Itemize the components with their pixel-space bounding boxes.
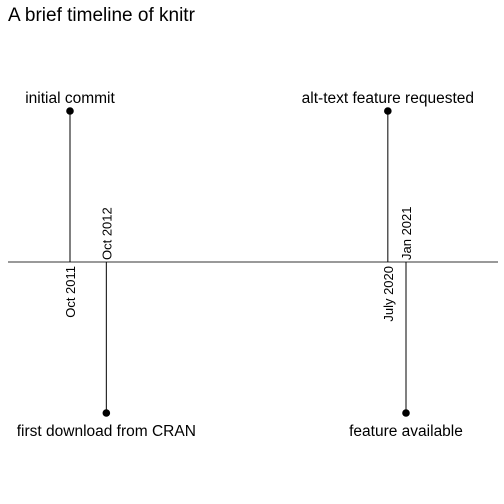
- event-label: feature available: [349, 423, 463, 440]
- event-label: first download from CRAN: [17, 423, 196, 440]
- chart-title: A brief timeline of knitr: [8, 5, 196, 26]
- date-label: Jan 2021: [399, 207, 414, 261]
- date-label: July 2020: [381, 266, 396, 322]
- event-point: [66, 107, 74, 115]
- event-label: alt-text feature requested: [302, 90, 474, 107]
- event-point: [384, 107, 392, 115]
- date-label: Oct 2011: [63, 266, 78, 318]
- event-point: [402, 409, 410, 417]
- date-label: Oct 2012: [99, 207, 114, 260]
- event-label: initial commit: [25, 90, 115, 107]
- event-point: [102, 409, 111, 417]
